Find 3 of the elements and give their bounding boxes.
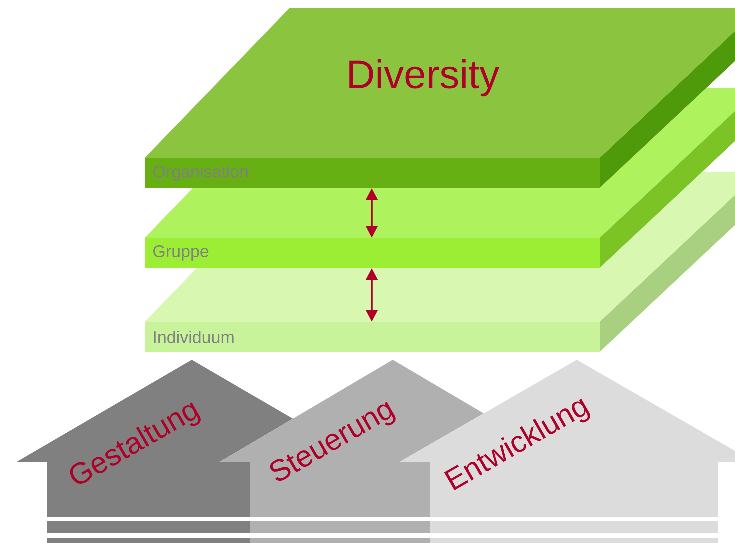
node-label: Individuum xyxy=(154,330,234,344)
layer-slab: Organisation Diversity xyxy=(145,8,735,188)
node-label: Gruppe xyxy=(154,246,209,261)
